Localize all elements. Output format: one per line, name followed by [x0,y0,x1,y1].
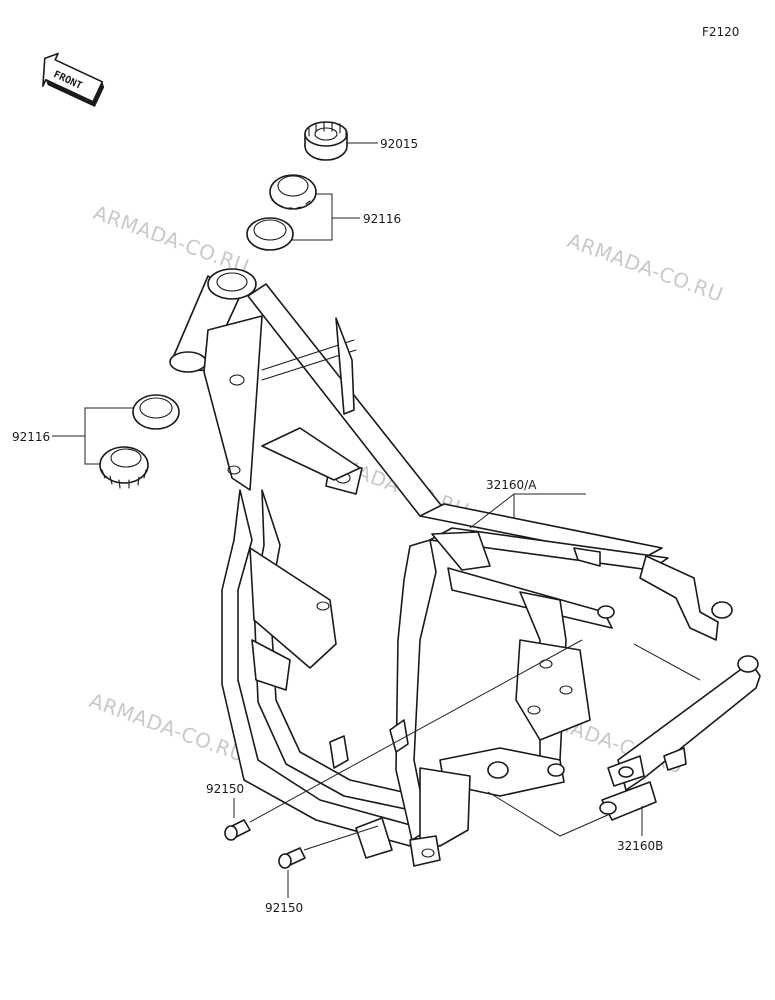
leader-32160A [469,493,586,529]
leader-92116-lower [52,407,133,465]
label-92116-upper: 92116 [363,212,401,226]
label-92150-lower: 92150 [265,901,303,915]
leader-92150-upper [233,639,583,823]
leader-32160B [487,643,701,837]
front-direction-badge: FRONT [42,52,105,108]
steering-stem-nut [304,121,348,161]
leader-92150-lower [287,825,379,898]
upper-steering-bearing [269,174,317,210]
bolt-lower [278,847,306,869]
label-92015: 92015 [380,137,418,151]
watermark-top-left: ARMADA-CO.RU [90,200,252,279]
bolt-upper [224,819,251,841]
label-92116-lower: 92116 [12,430,50,444]
lower-frame-rail [599,655,761,821]
label-32160B: 32160B [617,839,663,853]
figure-code: F2120 [702,25,739,39]
watermark-top-right: ARMADA-CO.RU [564,228,726,307]
leader-92116-upper [292,193,360,241]
lower-race [132,394,180,430]
upper-race [246,217,294,251]
watermark-bottom-left: ARMADA-CO.RU [86,688,248,767]
front-arrow-shadow [45,79,105,108]
label-32160A: 32160/A [486,478,537,492]
lower-steering-bearing [99,446,149,489]
main-frame [169,268,733,867]
label-92150-upper: 92150 [206,782,244,796]
